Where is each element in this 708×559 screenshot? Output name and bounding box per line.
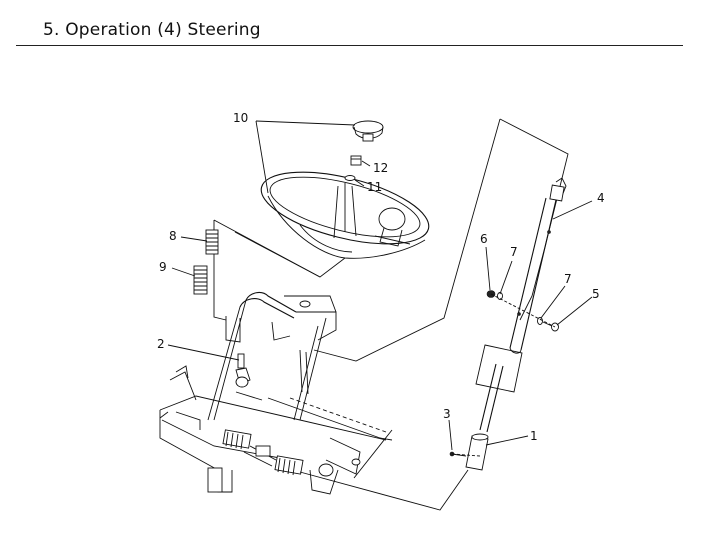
steering-wheel bbox=[260, 171, 430, 259]
callout-8: 8 bbox=[169, 229, 177, 243]
steering-washer bbox=[344, 175, 356, 181]
callout-4: 4 bbox=[597, 191, 605, 205]
title-underline bbox=[16, 45, 683, 46]
callout-7-left: 7 bbox=[510, 245, 518, 259]
callout-3: 3 bbox=[443, 407, 451, 421]
callout-9: 9 bbox=[159, 260, 167, 274]
callout-2: 2 bbox=[157, 337, 165, 351]
callout-12: 12 bbox=[373, 161, 388, 175]
callout-1: 1 bbox=[530, 429, 538, 443]
washer-7a bbox=[497, 292, 503, 300]
bolt-5 bbox=[542, 321, 559, 332]
wheel-cap bbox=[352, 120, 384, 142]
steering-column bbox=[465, 177, 567, 471]
pivot-pin bbox=[235, 353, 263, 401]
callout-6: 6 bbox=[480, 232, 488, 246]
page-title: 5. Operation (4) Steering bbox=[43, 20, 261, 40]
base-spring-right bbox=[274, 455, 304, 476]
spring-upper bbox=[205, 229, 219, 255]
base-spring-left bbox=[222, 429, 252, 450]
callout-5: 5 bbox=[592, 287, 600, 301]
steering-nut bbox=[350, 155, 362, 166]
callout-7-right: 7 bbox=[564, 272, 572, 286]
spring-lower bbox=[193, 265, 208, 295]
washer-7b bbox=[537, 317, 543, 325]
callout-10: 10 bbox=[233, 111, 248, 125]
chassis-base bbox=[159, 365, 393, 495]
callout-11: 11 bbox=[367, 180, 382, 194]
steering-frame bbox=[207, 291, 337, 421]
base-bracket bbox=[255, 445, 271, 457]
